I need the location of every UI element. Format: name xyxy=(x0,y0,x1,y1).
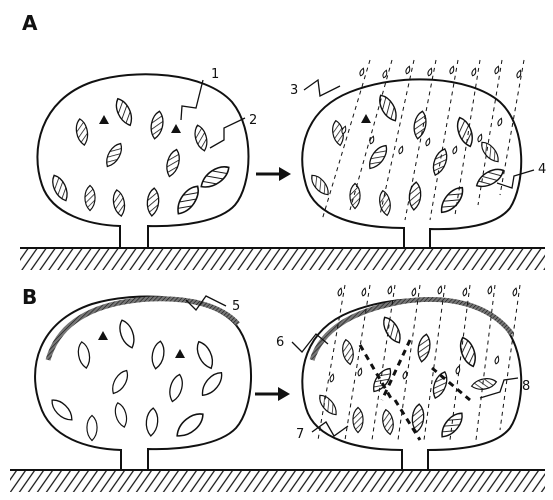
callout-6: 6 xyxy=(276,335,284,350)
raindrop xyxy=(337,288,342,297)
ground-strip-a xyxy=(20,248,545,270)
arrow-right-icon xyxy=(256,167,291,181)
leaf xyxy=(87,415,97,440)
raindrop xyxy=(494,66,500,75)
callout-3: 3 xyxy=(290,83,298,98)
leaf xyxy=(85,185,95,210)
raindrop xyxy=(405,66,411,75)
leaf xyxy=(350,183,360,208)
panel-label-a: A xyxy=(22,11,38,35)
raindrop xyxy=(437,286,442,295)
raindrop xyxy=(387,286,392,295)
callout-4: 4 xyxy=(538,162,546,177)
raindrop xyxy=(427,68,433,77)
raindrop xyxy=(361,288,366,297)
arrow-right-icon xyxy=(255,387,290,401)
crown-a-right xyxy=(302,79,521,248)
panel-label-b: B xyxy=(22,285,37,309)
callout-5: 5 xyxy=(232,299,240,314)
raindrop xyxy=(512,288,517,297)
callout-8: 8 xyxy=(522,379,530,394)
callout-7: 7 xyxy=(296,427,304,442)
callout-leader-3 xyxy=(304,80,340,96)
ground-strip-b xyxy=(10,470,545,492)
crown-a-left xyxy=(37,74,248,248)
raindrop xyxy=(487,286,492,295)
callout-1: 1 xyxy=(211,67,219,82)
raindrop xyxy=(449,66,455,75)
raindrop xyxy=(411,288,416,297)
raindrop xyxy=(359,68,365,77)
raindrop xyxy=(462,288,467,297)
raindrop xyxy=(471,68,477,77)
callout-2: 2 xyxy=(249,113,257,128)
leaf xyxy=(353,407,363,432)
